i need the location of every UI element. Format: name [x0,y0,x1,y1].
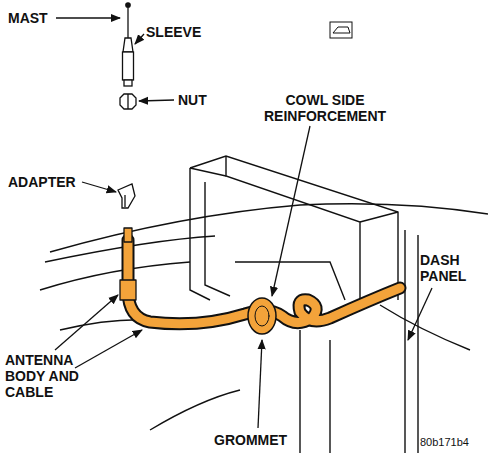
body-panels [40,156,488,453]
antenna-parts [118,3,136,208]
leader-lines [55,18,432,428]
part-label: COWL SIDE REINFORCEMENT [250,92,400,124]
figure-code: 80b171b4 [420,436,469,449]
part-label: GROMMET [214,432,287,448]
antenna-cable [120,228,400,334]
part-label: ANTENNA BODY AND CABLE [5,352,95,400]
view-icon [330,22,352,38]
part-label: NUT [178,92,207,108]
part-label: SLEEVE [146,24,201,40]
part-label: DASH PANEL [420,252,484,284]
part-label: MAST [8,10,48,26]
part-label: ADAPTER [8,174,76,190]
